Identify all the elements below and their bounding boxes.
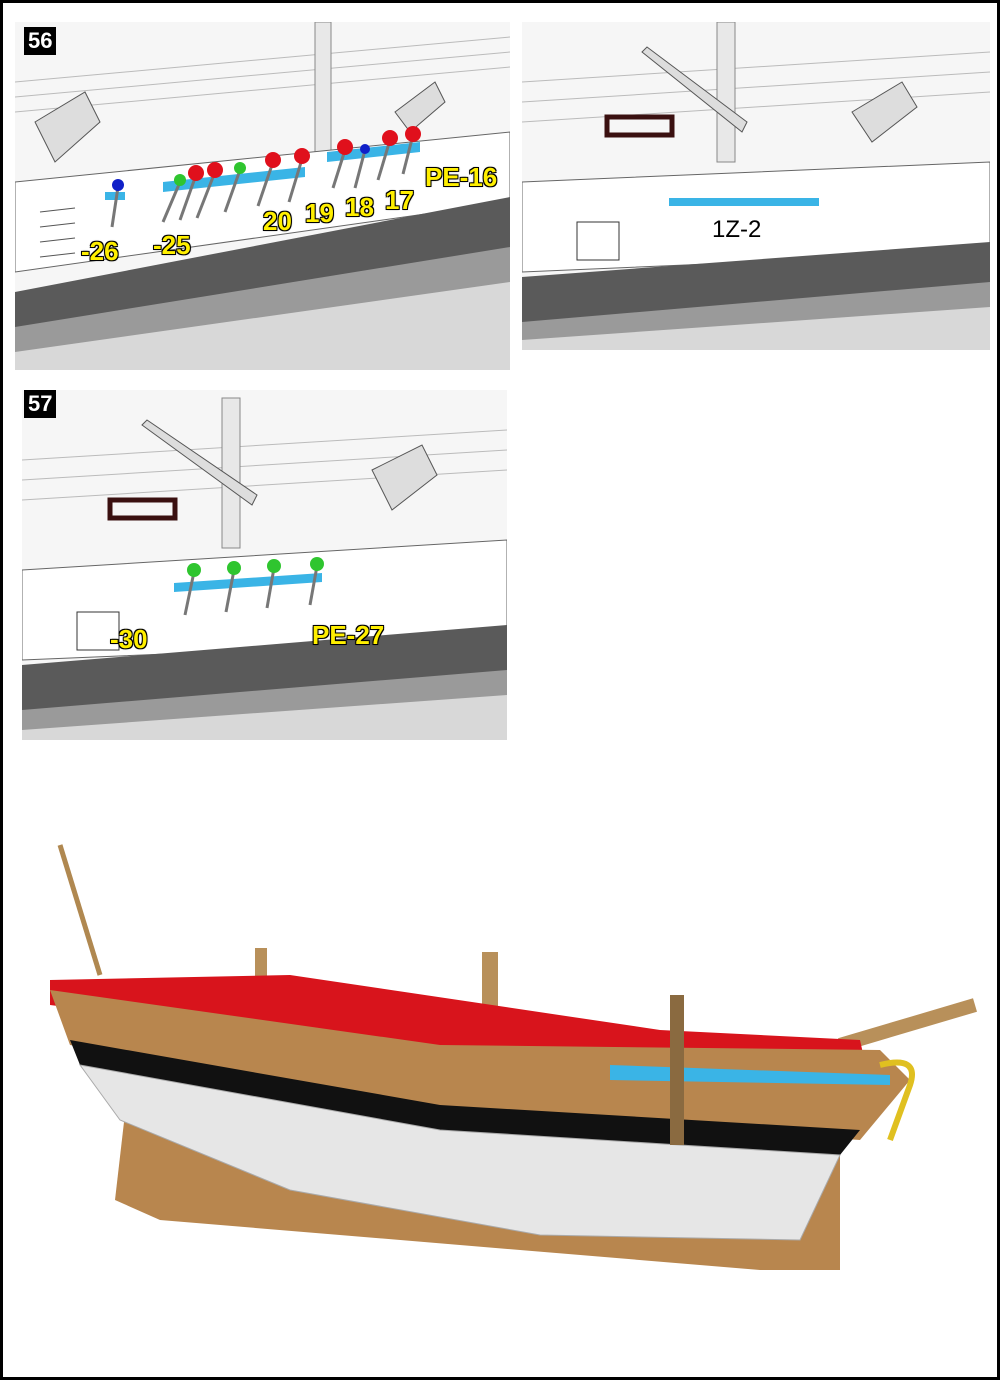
step-56-detail-illustration <box>522 22 990 350</box>
part-label: -25 <box>153 230 191 260</box>
step-57-panel: 57 -30 PE-27 <box>22 390 507 740</box>
part-label: -26 <box>81 236 119 266</box>
pins <box>112 126 421 191</box>
step-56-detail-panel: 1Z-2 <box>522 22 990 350</box>
highlight-part <box>105 192 125 200</box>
part-label: 18 <box>345 192 374 222</box>
step-number: 57 <box>24 390 57 418</box>
part-label: PE-27 <box>312 620 385 650</box>
part-label: 20 <box>263 206 292 236</box>
part-label: 1Z-2 <box>712 216 762 243</box>
part-label: -30 <box>110 624 148 654</box>
upper-hull <box>50 990 910 1140</box>
step-number: 56 <box>24 27 57 55</box>
part-label: 19 <box>305 198 334 228</box>
completed-ship-render <box>50 844 977 1270</box>
step-56-illustration <box>15 22 510 370</box>
part-label: PE-16 <box>425 162 498 192</box>
part-label: 17 <box>385 185 414 215</box>
highlight-part <box>669 198 819 206</box>
step-56-panel: 56 -26 -25 20 19 18 17 PE-16 <box>15 22 510 370</box>
lower-hull <box>78 1064 841 1241</box>
step-57-illustration <box>22 390 507 740</box>
hatch-frame <box>604 114 675 138</box>
